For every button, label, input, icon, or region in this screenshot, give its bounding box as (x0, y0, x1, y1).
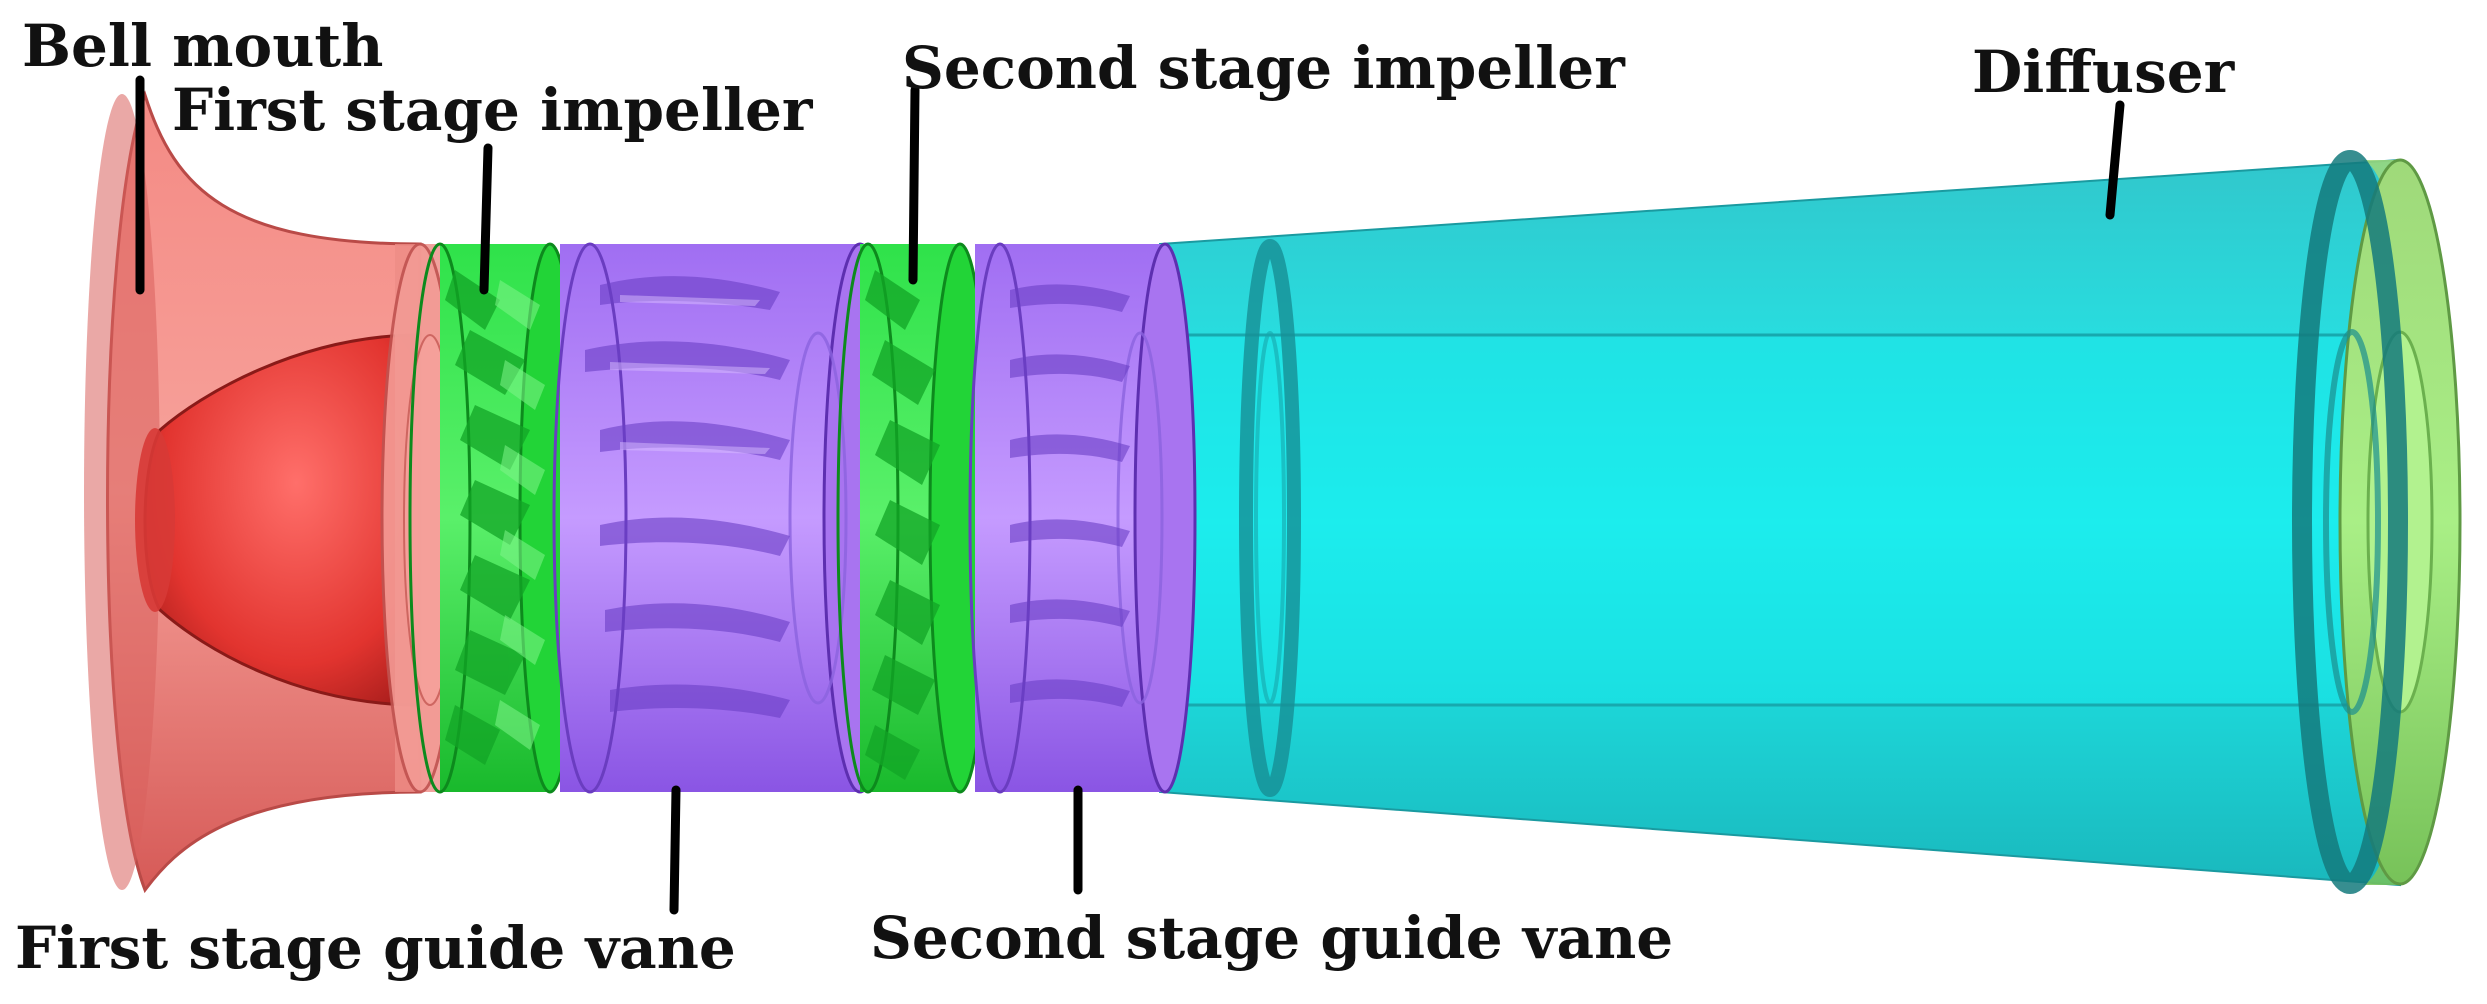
label-second-stage-guide-vane: Second stage guide vane (870, 904, 1673, 972)
second-stage-guide-vane (968, 242, 1197, 794)
label-bell-mouth: Bell mouth (22, 12, 383, 80)
leader-lines (135, 75, 2125, 915)
diffuser-hub (1160, 335, 2400, 705)
leader-first-stage-impeller (479, 143, 493, 295)
second-stage-impeller-blades (865, 270, 940, 780)
second-stage-impeller (836, 242, 992, 794)
leader-diffuser (2105, 100, 2125, 220)
labels: Bell mouth First stage impeller Second s… (15, 12, 2236, 982)
label-second-stage-impeller: Second stage impeller (902, 34, 1626, 102)
outlet-ring (2292, 150, 2462, 894)
label-first-stage-guide-vane: First stage guide vane (15, 914, 736, 982)
outlet-ring-dark-face (2292, 150, 2408, 894)
label-diffuser: Diffuser (1972, 38, 2236, 106)
leader-second-stage-impeller (908, 85, 920, 285)
first-stage-guide-vane (552, 242, 898, 794)
diffuser-inner-ring (1239, 239, 1301, 797)
second-stage-guide-vane-blades (1010, 284, 1130, 707)
label-first-stage-impeller: First stage impeller (172, 76, 814, 144)
leader-first-stage-guide-vane (669, 785, 681, 915)
diffuser (1159, 158, 2401, 887)
bell-mouth (84, 90, 460, 894)
first-stage-impeller-blades (445, 270, 530, 765)
